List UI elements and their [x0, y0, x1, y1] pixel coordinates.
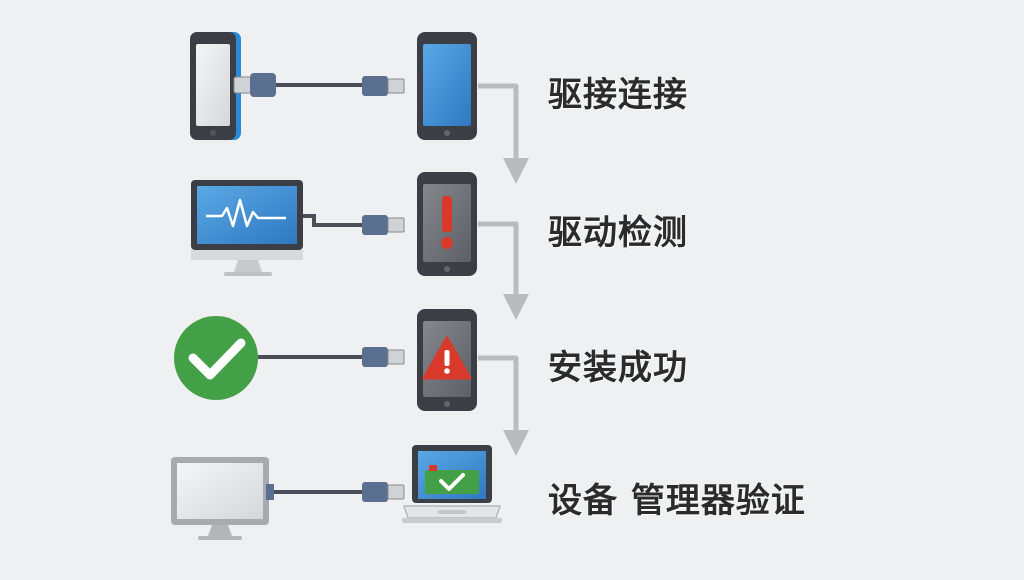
row-4 — [171, 445, 502, 540]
usb-cable-1 — [233, 73, 405, 97]
step-label-1: 驱接连接 — [548, 75, 688, 115]
smartphone-warning-triangle-icon — [417, 309, 477, 411]
smartphone-exclamation-icon — [417, 172, 477, 276]
monitor-blank-icon — [171, 457, 269, 540]
laptop-check-icon — [402, 445, 502, 523]
flow-arrow-2 — [478, 221, 529, 320]
usb-cable-4 — [266, 482, 405, 502]
smartphone-blue-icon — [190, 32, 241, 140]
flow-arrow-3 — [478, 355, 529, 456]
step-label-2: 驱动检测 — [548, 213, 688, 253]
smartphone-blank-icon — [417, 32, 477, 140]
monitor-heartbeat-icon — [191, 180, 303, 276]
flow-arrow-1 — [478, 83, 529, 184]
green-checkmark-circle-icon — [174, 316, 258, 400]
step-label-3: 安装成功 — [548, 348, 688, 388]
row-3 — [174, 309, 477, 411]
usb-cable-2 — [303, 214, 405, 235]
step-label-4: 设备 管理器验证 — [548, 481, 806, 521]
usb-cable-3 — [258, 347, 405, 367]
row-1 — [190, 32, 477, 140]
row-2 — [191, 172, 477, 276]
